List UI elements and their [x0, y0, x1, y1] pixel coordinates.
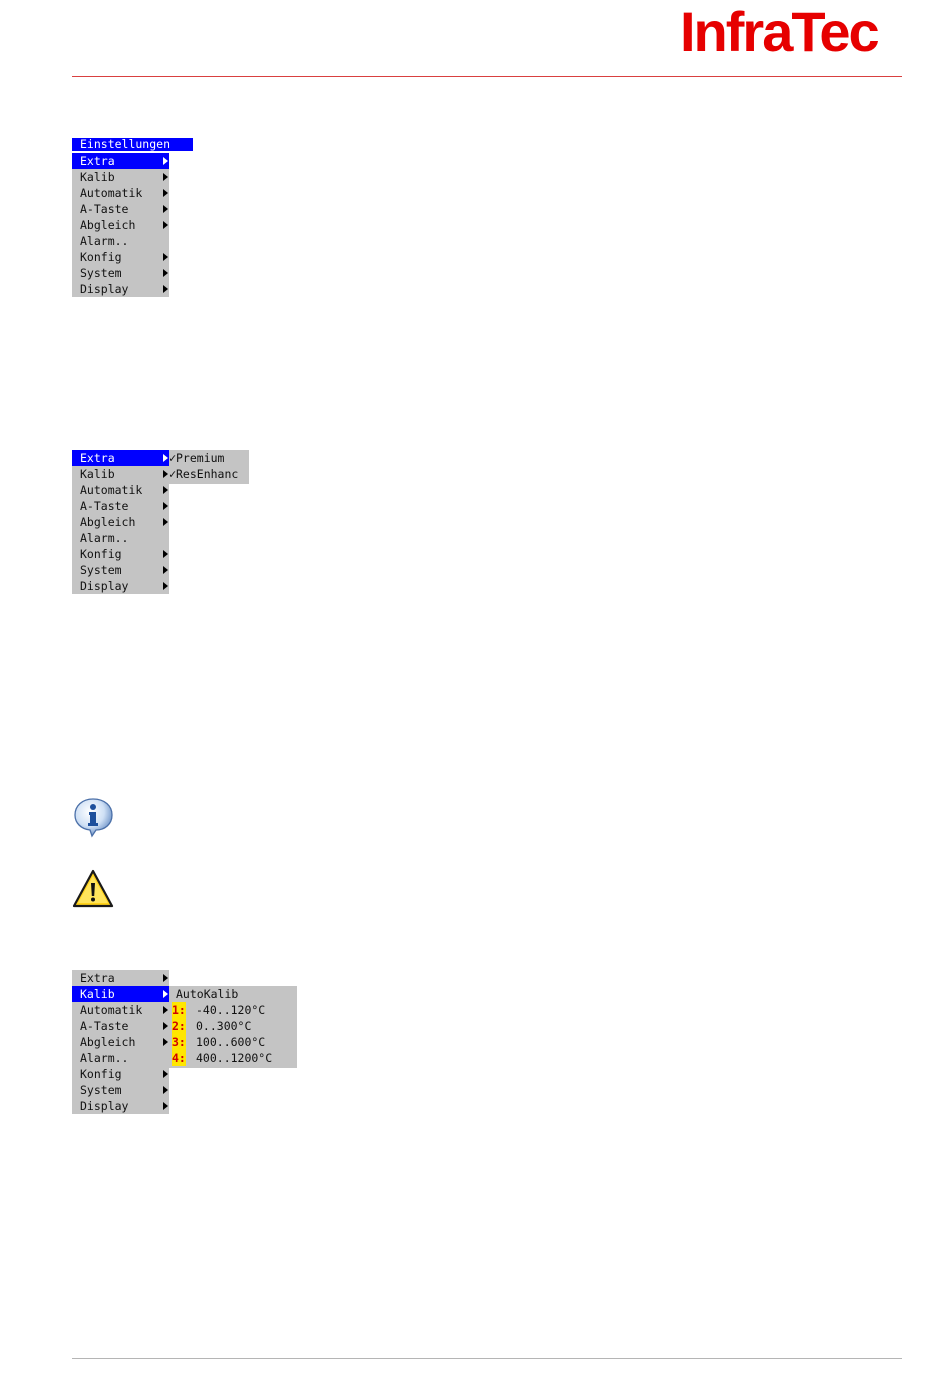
submenu-arrow-icon	[163, 1070, 168, 1078]
menu-item-kalib[interactable]: Kalib	[72, 466, 169, 482]
submenu-arrow-icon	[163, 205, 168, 213]
submenu-title-autokalib: AutoKalib	[176, 987, 239, 1001]
submenu-arrow-icon	[163, 1102, 168, 1110]
submenu-arrow-icon	[163, 1086, 168, 1094]
submenu-arrow-icon	[163, 189, 168, 197]
menu-item-extra[interactable]: Extra	[72, 970, 169, 986]
menu-item-automatik[interactable]: Automatik	[72, 482, 169, 498]
submenu-item-premium[interactable]: ✓Premium	[169, 451, 225, 465]
range-number: 2:	[172, 1018, 186, 1034]
menu-item-display[interactable]: Display	[72, 281, 169, 297]
submenu-arrow-icon	[163, 269, 168, 277]
submenu-arrow-icon	[163, 566, 168, 574]
checkmark-icon: ✓	[169, 467, 177, 481]
menu-item-alarm[interactable]: Alarm..	[72, 233, 169, 249]
menu-item-abgleich[interactable]: Abgleich	[72, 1034, 169, 1050]
menu-item-display[interactable]: Display	[72, 578, 169, 594]
submenu-arrow-icon	[163, 221, 168, 229]
submenu-arrow-icon	[163, 285, 168, 293]
submenu-arrow-icon	[163, 502, 168, 510]
footer-divider	[72, 1358, 902, 1359]
submenu-arrow-icon	[163, 157, 168, 165]
submenu-arrow-icon	[163, 1006, 168, 1014]
submenu-arrow-icon	[163, 990, 168, 998]
settings-menu-1: Extra Kalib Automatik A-Taste Abgleich A…	[72, 153, 169, 297]
kalib-submenu: AutoKalib 1:-40..120°C 2:0..300°C 3:100.…	[169, 986, 297, 1068]
menu-item-extra[interactable]: Extra	[72, 153, 169, 169]
menu-title-einstellungen: Einstellungen	[72, 138, 193, 151]
menu-item-system[interactable]: System	[72, 265, 169, 281]
infratec-logo: InfraTec	[680, 0, 880, 63]
range-number: 4:	[172, 1050, 186, 1066]
submenu-arrow-icon	[163, 470, 168, 478]
menu-item-konfig[interactable]: Konfig	[72, 249, 169, 265]
submenu-arrow-icon	[163, 582, 168, 590]
menu-item-a-taste[interactable]: A-Taste	[72, 201, 169, 217]
range-option-4[interactable]: 4:400..1200°C	[172, 1050, 273, 1066]
menu-item-a-taste[interactable]: A-Taste	[72, 498, 169, 514]
menu-item-konfig[interactable]: Konfig	[72, 1066, 169, 1082]
range-number: 3:	[172, 1034, 186, 1050]
menu-item-alarm[interactable]: Alarm..	[72, 1050, 169, 1066]
settings-menu-3: Extra Kalib Automatik A-Taste Abgleich A…	[72, 970, 169, 1114]
range-option-3[interactable]: 3:100..600°C	[172, 1034, 266, 1050]
range-option-2[interactable]: 2:0..300°C	[172, 1018, 252, 1034]
checkmark-icon: ✓	[169, 451, 177, 465]
settings-menu-2: Extra Kalib Automatik A-Taste Abgleich A…	[72, 450, 169, 594]
menu-item-system[interactable]: System	[72, 1082, 169, 1098]
menu-item-alarm[interactable]: Alarm..	[72, 530, 169, 546]
menu-item-abgleich[interactable]: Abgleich	[72, 514, 169, 530]
submenu-item-resenhanc[interactable]: ✓ResEnhanc	[169, 467, 239, 481]
menu-item-kalib[interactable]: Kalib	[72, 169, 169, 185]
submenu-arrow-icon	[163, 1022, 168, 1030]
info-icon	[74, 798, 113, 838]
menu-item-konfig[interactable]: Konfig	[72, 546, 169, 562]
menu-item-abgleich[interactable]: Abgleich	[72, 217, 169, 233]
menu-item-display[interactable]: Display	[72, 1098, 169, 1114]
menu-item-automatik[interactable]: Automatik	[72, 1002, 169, 1018]
range-option-1[interactable]: 1:-40..120°C	[172, 1002, 266, 1018]
menu-item-kalib[interactable]: Kalib	[72, 986, 169, 1002]
extra-submenu: ✓Premium ✓ResEnhanc	[169, 450, 249, 484]
menu-item-system[interactable]: System	[72, 562, 169, 578]
submenu-arrow-icon	[163, 454, 168, 462]
menu-item-automatik[interactable]: Automatik	[72, 185, 169, 201]
submenu-arrow-icon	[163, 253, 168, 261]
header-divider	[72, 76, 902, 77]
range-number: 1:	[172, 1002, 186, 1018]
submenu-arrow-icon	[163, 550, 168, 558]
submenu-arrow-icon	[163, 486, 168, 494]
submenu-arrow-icon	[163, 173, 168, 181]
submenu-arrow-icon	[163, 518, 168, 526]
menu-item-extra[interactable]: Extra	[72, 450, 169, 466]
menu-item-a-taste[interactable]: A-Taste	[72, 1018, 169, 1034]
submenu-arrow-icon	[163, 974, 168, 982]
submenu-arrow-icon	[163, 1038, 168, 1046]
warning-icon	[72, 869, 114, 908]
